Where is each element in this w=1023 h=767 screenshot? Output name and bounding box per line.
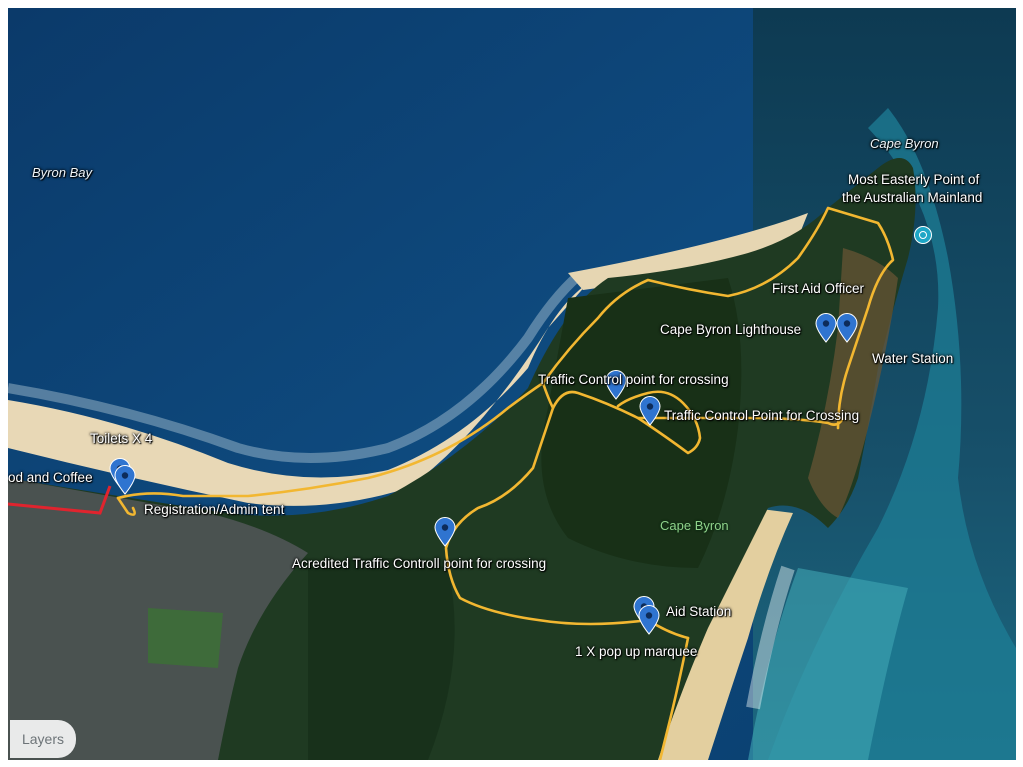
label-water-station: Water Station [872,351,954,366]
label-acredited-traffic: Acredited Traffic Controll point for cro… [292,556,547,571]
label-toilets: Toilets X 4 [90,431,153,446]
map-pin-icon[interactable] [836,313,858,343]
label-most-easterly-line2: the Australian Mainland [842,190,983,205]
map-pin-icon[interactable] [815,313,837,343]
place-label-byron-bay: Byron Bay [32,165,92,180]
label-traffic-control-1: Traffic Control point for crossing [538,372,729,387]
map-imagery [8,8,1016,760]
satellite-map[interactable]: Byron Bay Cape Byron Cape Byron Toilets … [8,8,1016,760]
map-pin-icon[interactable] [434,517,456,547]
place-label-cape-byron-park: Cape Byron [660,518,729,533]
label-aid-station: Aid Station [666,604,732,619]
label-lighthouse: Cape Byron Lighthouse [660,322,802,337]
label-first-aid: First Aid Officer [772,281,865,296]
label-traffic-control-2: Traffic Control Point for Crossing [664,408,860,423]
place-label-cape-byron-headland: Cape Byron [870,136,939,151]
map-pin-icon[interactable] [639,396,661,426]
map-pin-icon[interactable] [638,605,660,635]
map-pin-icon[interactable] [605,370,627,400]
label-most-easterly-line1: Most Easterly Point of [848,172,980,187]
layers-button[interactable]: Layers [10,720,76,758]
label-food-coffee: od and Coffee [8,470,93,485]
photo-marker-icon[interactable] [914,226,932,244]
label-registration: Registration/Admin tent [144,502,285,517]
label-marquee: 1 X pop up marquee [575,644,698,659]
map-pin-icon[interactable] [114,465,136,495]
